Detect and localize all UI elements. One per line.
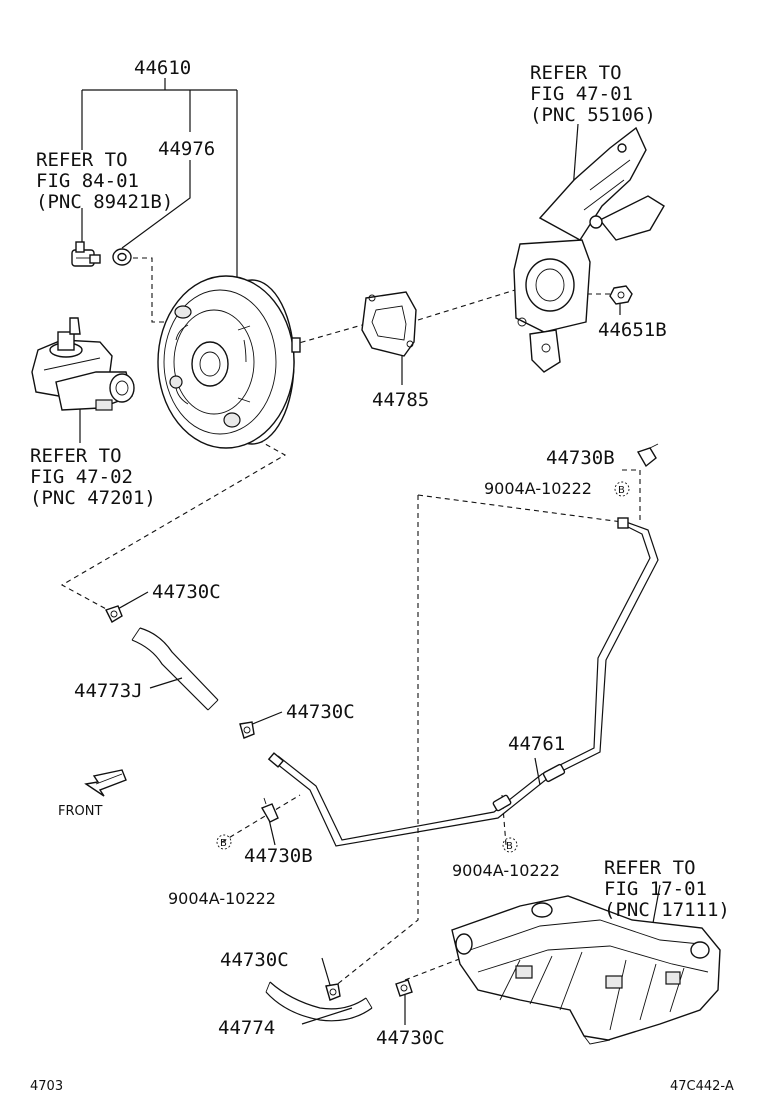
label-44761: 44761	[508, 733, 565, 755]
vacuum-pipe-44761-part	[267, 517, 659, 847]
label-ref-fig1701-line3: (PNC 17111)	[604, 899, 730, 921]
leader-lines	[79, 78, 661, 1025]
label-44774: 44774	[218, 1017, 275, 1039]
label-44610: 44610	[134, 57, 191, 79]
label-9004a-top: 9004A-10222	[484, 479, 592, 498]
label-44730b-top: 44730B	[546, 447, 615, 469]
label-44730b-bottom: 44730B	[244, 845, 313, 867]
ref-b-marker-left-label: B	[220, 838, 227, 849]
assembly-dashed-lines	[60, 257, 641, 991]
intake-manifold-part	[451, 895, 721, 1045]
clamp-44730c-upper	[105, 605, 123, 623]
figure-code: 47C442-A	[670, 1079, 734, 1094]
nut-44651b-part	[609, 285, 633, 305]
label-ref-fig1701-line1: REFER TO	[604, 857, 696, 879]
ref-b-marker-left: B	[216, 834, 232, 850]
ref-b-marker-top: B	[614, 481, 630, 497]
label-front: FRONT	[58, 804, 102, 819]
label-44976: 44976	[158, 138, 215, 160]
check-valve-44730b-top	[636, 443, 659, 468]
label-ref-fig4702-line2: FIG 47-02	[30, 466, 133, 488]
grommet-44976-part	[112, 248, 132, 266]
ref-b-marker-top-label: B	[618, 485, 625, 496]
label-9004a-left: 9004A-10222	[168, 889, 276, 908]
label-ref-fig4701-line2: FIG 47-01	[530, 83, 633, 105]
ref-b-marker-right-label: B	[506, 841, 513, 852]
front-arrow-icon	[84, 769, 127, 797]
pedal-bracket-part	[513, 126, 665, 373]
label-ref-fig84-line1: REFER TO	[36, 149, 128, 171]
ref-b-marker-right: B	[502, 837, 518, 853]
label-ref-fig1701-line2: FIG 17-01	[604, 878, 707, 900]
label-ref-fig84-line3: (PNC 89421B)	[36, 191, 173, 213]
gasket-44785-part	[361, 291, 417, 357]
label-44730c-lower-right: 44730C	[376, 1027, 445, 1049]
vacuum-sensor-part	[71, 241, 101, 267]
label-44730c-middle: 44730C	[286, 701, 355, 723]
vacuum-hose-44773j-part	[131, 627, 219, 711]
clamp-44730c-lower-right	[395, 979, 413, 997]
label-44651b: 44651B	[598, 319, 667, 341]
label-ref-fig4701-line1: REFER TO	[530, 62, 622, 84]
label-ref-fig4702-line1: REFER TO	[30, 445, 122, 467]
label-ref-fig84-line2: FIG 84-01	[36, 170, 139, 192]
vacuum-hose-44774-part	[265, 981, 373, 1022]
brake-booster-44610-part	[157, 275, 301, 449]
label-44730c-upper: 44730C	[152, 581, 221, 603]
check-valve-44730b-bottom	[260, 797, 279, 823]
clamp-44730c-middle	[239, 721, 255, 739]
clamp-44730c-lower-left	[325, 983, 341, 1001]
label-44773j: 44773J	[74, 680, 143, 702]
label-ref-fig4701-line3: (PNC 55106)	[530, 104, 656, 126]
page-number: 4703	[30, 1079, 63, 1094]
label-ref-fig4702-line3: (PNC 47201)	[30, 487, 156, 509]
label-9004a-right: 9004A-10222	[452, 861, 560, 880]
label-44785: 44785	[372, 389, 429, 411]
master-cylinder-part	[31, 317, 135, 411]
part-labels: 44610 44976 REFER TO FIG 84-01 (PNC 8942…	[30, 57, 734, 1094]
label-44730c-lower-left: 44730C	[220, 949, 289, 971]
